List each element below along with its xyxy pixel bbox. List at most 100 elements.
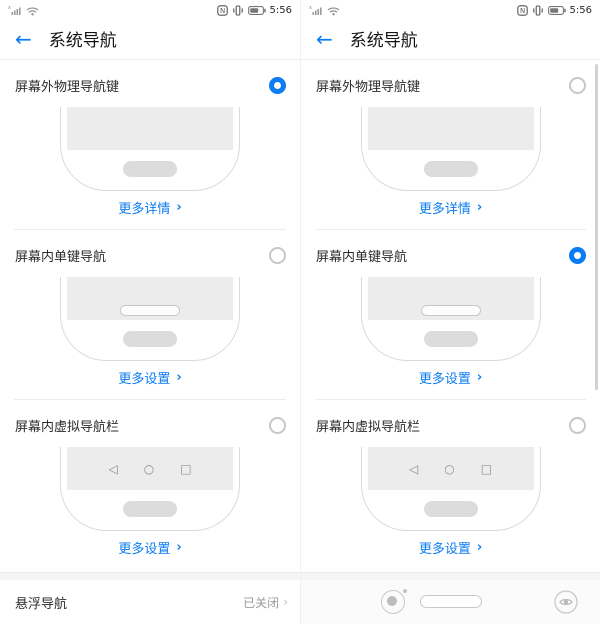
signal-icon: x [8,5,22,16]
illustration-screen [67,277,233,320]
illustration-screen [67,107,233,150]
illustration-screen: ◁ ○ □ [367,447,534,490]
back-arrow-icon[interactable]: ← [15,26,32,51]
section-divider [315,399,586,400]
phone-illustration [60,107,240,191]
nfc-icon: N [216,5,228,16]
section-single-key-nav: 屏幕内单键导航 更多设置 › [0,230,300,400]
section-divider [14,399,286,400]
option-label: 屏幕内单键导航 [316,249,408,265]
page-title: 系统导航 [349,31,418,51]
illustration-home-button [423,331,478,347]
section-virtual-nav-bar: 屏幕内虚拟导航栏 ◁ ○ □ 更多设置 › [301,400,600,557]
option-label: 屏幕外物理导航键 [15,79,120,95]
group-separator [301,572,600,580]
radio-virtual-nav-bar[interactable] [269,416,286,434]
option-label: 屏幕内虚拟导航栏 [316,419,421,435]
more-settings-link[interactable]: 更多设置 › [301,369,600,387]
status-bar: x N 5:56 [0,0,300,18]
illustration-onscreen-key [120,305,180,316]
svg-text:N: N [220,7,225,15]
phone-illustration: ◁ ○ □ [60,447,240,531]
radio-single-key-nav[interactable] [269,246,286,264]
more-settings-label: 更多设置 [418,372,471,387]
section-virtual-nav-bar: 屏幕内虚拟导航栏 ◁ ○ □ 更多设置 › [0,400,300,557]
svg-text:x: x [309,5,312,11]
battery-icon [247,6,266,15]
title-bar: ← 系统导航 [0,18,300,60]
more-details-label: 更多详情 [418,202,471,217]
home-pill-button[interactable] [419,595,482,608]
svg-text:N: N [520,7,525,15]
radio-virtual-nav-bar[interactable] [569,416,586,434]
status-time: 5:56 [569,5,592,16]
assistant-icon[interactable] [381,589,407,614]
phone-illustration [360,277,541,361]
more-settings-link[interactable]: 更多设置 › [0,369,300,387]
illustration-home-button [423,161,478,177]
vibrate-icon [232,5,244,16]
svg-text:x: x [8,5,11,11]
section-physical-nav-key: 屏幕外物理导航键 更多详情› [0,60,300,230]
status-time: 5:56 [269,5,292,16]
nfc-icon: N [516,5,528,16]
illustration-home-button [123,331,177,347]
chevron-right-icon: › [176,370,182,385]
section-divider [14,229,286,230]
chevron-right-icon: › [476,540,483,555]
chevron-right-icon: › [476,370,483,385]
floating-nav-label: 悬浮导航 [15,596,68,612]
chevron-right-icon: › [176,200,182,215]
page-title: 系统导航 [48,31,117,51]
chevron-right-icon: › [176,540,182,555]
more-settings-link[interactable]: 更多设置 › [301,539,600,557]
wifi-icon [26,6,39,16]
chevron-right-icon: › [476,200,483,215]
illustration-home-button [123,161,177,177]
option-label: 屏幕内单键导航 [15,249,107,265]
eye-icon[interactable] [554,590,578,614]
scrollbar-thumb[interactable] [595,64,598,390]
floating-nav-status: 已关闭 [243,595,280,610]
illustration-onscreen-key [420,305,481,316]
more-details-link[interactable]: 更多详情› [0,199,300,217]
title-bar: ← 系统导航 [301,18,600,60]
section-divider [315,229,586,230]
phone-illustration [360,107,541,191]
recents-square-icon: □ [180,461,192,476]
home-circle-icon: ○ [143,461,155,476]
illustration-home-button [123,501,177,517]
phone-illustration: ◁ ○ □ [360,447,541,531]
phone-screenshot-left: x N 5:56 ← 系统导航 屏幕外物理导航键 [0,0,300,624]
battery-icon [547,6,566,15]
system-nav-bar [301,580,600,624]
more-settings-label: 更多设置 [118,372,171,387]
more-settings-link[interactable]: 更多设置 › [0,539,300,557]
more-details-link[interactable]: 更多详情 › [301,199,600,217]
option-label: 屏幕内虚拟导航栏 [15,419,120,435]
phone-illustration [60,277,240,361]
phone-screenshot-right: x N 5:56 ← 系统导航 屏幕外物理导航键 [300,0,600,624]
back-triangle-icon: ◁ [408,461,419,476]
radio-single-key-nav[interactable] [569,246,586,264]
radio-physical-nav-key[interactable] [569,76,586,94]
more-settings-label: 更多设置 [118,542,171,557]
signal-icon: x [309,5,323,16]
radio-physical-nav-key[interactable] [269,76,286,94]
chevron-right-icon: › [283,595,288,609]
vibrate-icon [532,5,544,16]
illustration-screen [367,277,534,320]
group-separator [0,572,300,580]
section-physical-nav-key: 屏幕外物理导航键 更多详情 › [301,60,600,230]
home-circle-icon: ○ [444,461,455,476]
recents-square-icon: □ [480,461,493,476]
illustration-screen [367,107,534,150]
illustration-screen: ◁ ○ □ [67,447,233,490]
option-label: 屏幕外物理导航键 [316,79,421,95]
floating-nav-row[interactable]: 悬浮导航 已关闭 › [0,580,300,624]
more-settings-label: 更多设置 [418,542,471,557]
section-single-key-nav: 屏幕内单键导航 更多设置 › [301,230,600,400]
back-arrow-icon[interactable]: ← [316,26,333,51]
illustration-nav-keys: ◁ ○ □ [108,463,191,475]
illustration-home-button [423,501,478,517]
